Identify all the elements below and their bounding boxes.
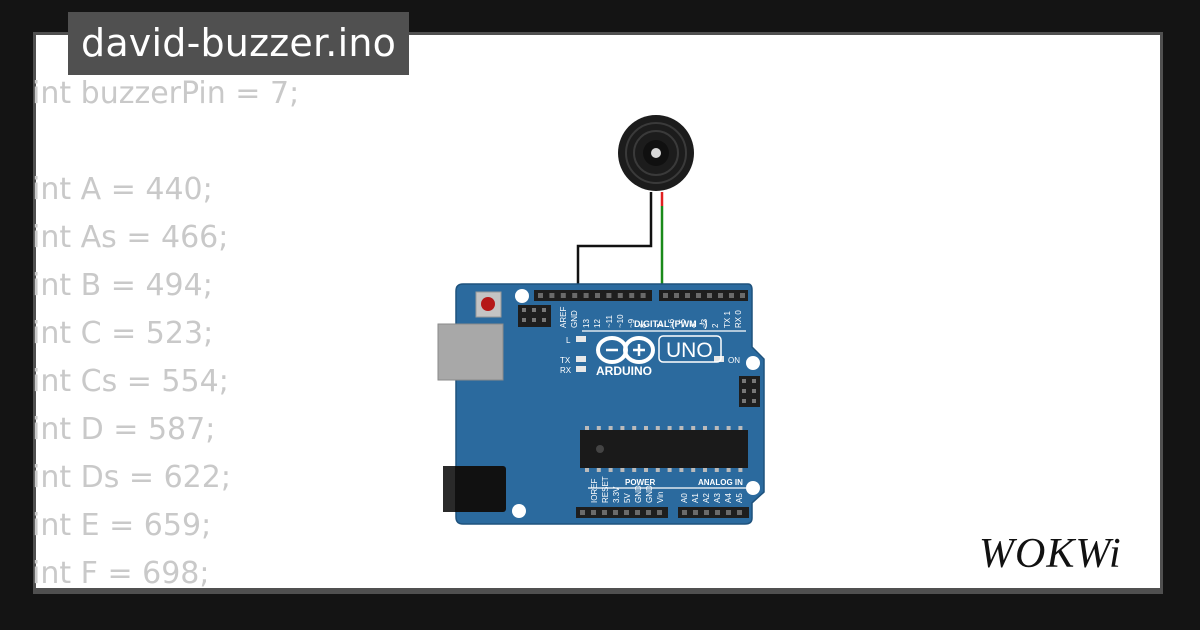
arduino-infinity-icon [596, 336, 655, 364]
led-label-rx: RX [560, 366, 572, 375]
led-label-on: ON [728, 356, 740, 365]
power-pin-label: IOREF [590, 478, 599, 503]
code-line: int E = 659; [32, 508, 212, 543]
digital-pin-label: 12 [593, 319, 602, 328]
code-line: int B = 494; [32, 268, 213, 303]
digital-pin-label: ~5 [678, 318, 687, 328]
digital-pin-label: AREF [559, 307, 568, 328]
power-pin-label: GND [634, 485, 643, 503]
digital-pin-label: 13 [582, 319, 591, 328]
code-line: int buzzerPin = 7; [32, 76, 300, 111]
digital-pin-label: 8 [639, 323, 648, 328]
power-header [576, 507, 668, 518]
analog-pin-label: A1 [691, 493, 700, 503]
code-line: int F = 698; [32, 556, 210, 591]
power-pin-label: Vin [656, 492, 665, 503]
power-label: POWER [625, 478, 655, 487]
analog-header [678, 507, 749, 518]
power-pin-label: RESET [601, 476, 610, 503]
gnd-wire[interactable] [576, 192, 653, 296]
code-line: int Ds = 622; [32, 460, 231, 495]
analog-pin-label: A5 [735, 493, 744, 503]
code-line: int C = 523; [32, 316, 214, 351]
led-label-tx: TX [560, 356, 571, 365]
led-label-l: L [566, 336, 571, 345]
digital-pin-label: TX 1 [723, 311, 732, 328]
analog-pin-label: A3 [713, 493, 722, 503]
analog-pin-label: A4 [724, 493, 733, 503]
code-line: int As = 466; [32, 220, 229, 255]
digital-pin-label: ~10 [616, 314, 625, 328]
digital-header-left [534, 290, 652, 301]
code-line: int A = 440; [32, 172, 213, 207]
wokwi-logo-text: WOKWi [979, 531, 1122, 577]
power-pin-label: 3.3V [612, 486, 621, 503]
analog-pin-label: A0 [680, 493, 689, 503]
power-pin-label: 5V [623, 493, 632, 503]
sketch-title[interactable]: david-buzzer.ino [68, 12, 410, 75]
digital-pin-label: 7 [656, 323, 665, 328]
digital-pin-label: ~9 [627, 318, 636, 328]
power-pin-label: GND [645, 485, 654, 503]
code-preview: int buzzerPin = 7; int A = 440; int As = 4… [32, 70, 299, 598]
microcontroller-chip [580, 430, 748, 468]
digital-pin-label: ~6 [667, 318, 676, 328]
analog-pin-label: A2 [702, 493, 711, 503]
digital-pin-label: 4 [689, 323, 698, 328]
digital-pin-label: RX 0 [734, 310, 743, 328]
usb-port [437, 323, 504, 381]
code-line: int D = 587; [32, 412, 216, 447]
digital-pin-label: ~11 [605, 314, 614, 328]
buzzer-icon[interactable] [618, 115, 694, 191]
digital-pin-label: ~3 [700, 318, 709, 328]
analog-label: ANALOG IN [698, 478, 743, 487]
digital-header-label: DIGITAL (PWM ~) [634, 319, 707, 329]
power-jack [443, 466, 506, 512]
reset-button[interactable] [475, 291, 502, 318]
digital-pin-label: GND [570, 310, 579, 328]
digital-pin-label: 2 [711, 323, 720, 328]
code-line: int Cs = 554; [32, 364, 229, 399]
digital-header-right [659, 290, 748, 301]
wokwi-logo[interactable]: WOKWi [975, 525, 1155, 579]
model-text: UNO [666, 339, 713, 362]
brand-text: ARDUINO [596, 364, 652, 378]
